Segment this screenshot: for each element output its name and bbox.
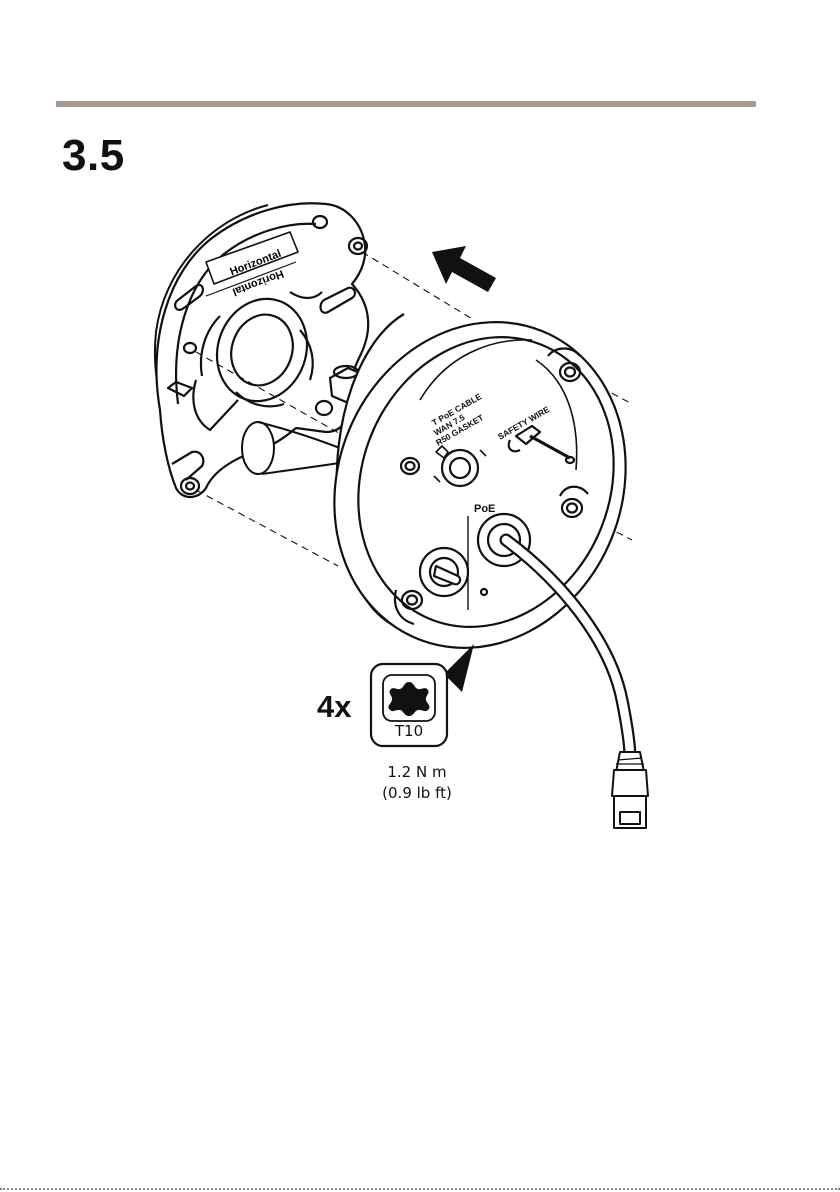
fastener-quantity: 4x: [317, 691, 351, 722]
housing-label-poe: PoE: [474, 503, 495, 515]
page-bottom-edge: [0, 1188, 840, 1190]
arrow-icon: [432, 246, 496, 292]
tool-size-label: T10: [373, 724, 445, 739]
torque-spec: 1.2 N m (0.9 lb ft): [352, 762, 482, 804]
torque-imperial: (0.9 lb ft): [352, 783, 482, 804]
torque-metric: 1.2 N m: [352, 762, 482, 783]
rj45-connector: [612, 752, 648, 828]
